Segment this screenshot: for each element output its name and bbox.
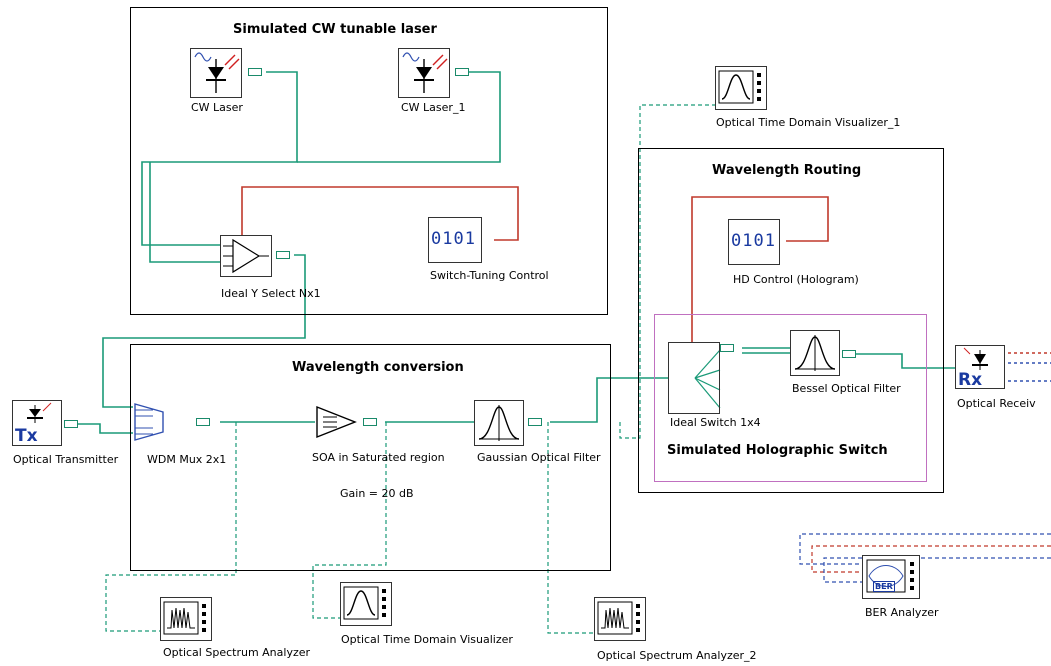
otdv-component[interactable] bbox=[340, 582, 392, 626]
otdv-1-label: Optical Time Domain Visualizer_1 bbox=[716, 116, 901, 129]
osa-2-component[interactable] bbox=[594, 597, 646, 641]
osa-2-label: Optical Spectrum Analyzer_2 bbox=[597, 649, 757, 662]
optical-transmitter-output-port[interactable] bbox=[64, 420, 78, 428]
wire-monitor-osa-2 bbox=[547, 422, 594, 634]
group-wavelength-routing[interactable] bbox=[638, 148, 944, 493]
switch-tuning-control-label: Switch-Tuning Control bbox=[430, 269, 549, 282]
switch-branch-1 bbox=[694, 349, 721, 379]
receiver-icon bbox=[963, 347, 988, 370]
soa-label: SOA in Saturated region bbox=[312, 451, 445, 464]
soa-component[interactable] bbox=[315, 405, 359, 439]
wire-ber-blue-top bbox=[799, 533, 1051, 565]
bessel-filter-output-port[interactable] bbox=[842, 350, 856, 358]
wire-ber-red bbox=[811, 545, 1051, 573]
group-holographic-switch[interactable] bbox=[654, 314, 927, 482]
time-domain-icon bbox=[718, 70, 761, 104]
otdv-label: Optical Time Domain Visualizer bbox=[341, 633, 513, 646]
ideal-switch-label: Ideal Switch 1x4 bbox=[670, 416, 761, 429]
wire-monitor-osa bbox=[105, 422, 237, 632]
optical-receiver-component[interactable]: Rx bbox=[955, 345, 1005, 390]
spectrum-icon bbox=[597, 601, 640, 635]
cw-laser-output-port[interactable] bbox=[248, 68, 262, 76]
wire-cw-laser bbox=[141, 71, 298, 246]
wire-cw-laser-branch bbox=[149, 162, 220, 263]
soa-output-port[interactable] bbox=[363, 418, 377, 426]
ideal-switch-component[interactable] bbox=[668, 342, 720, 414]
amplifier-icon bbox=[316, 405, 357, 439]
wdm-mux-component[interactable] bbox=[133, 402, 179, 442]
ideal-y-select-label: Ideal Y Select Nx1 bbox=[221, 287, 321, 300]
wire-hd-control bbox=[691, 196, 829, 343]
gaussian-filter-output-port[interactable] bbox=[528, 418, 542, 426]
hd-control-component[interactable]: 0101 bbox=[728, 219, 780, 265]
switch-tuning-control-component[interactable]: 0101 bbox=[428, 217, 482, 263]
group-wavelength-routing-title: Wavelength Routing bbox=[712, 163, 862, 178]
optical-receiver-label: Optical Receiv bbox=[957, 397, 1036, 410]
tx-symbol: Tx bbox=[15, 426, 38, 446]
osa-component[interactable] bbox=[160, 597, 212, 641]
time-domain-icon bbox=[343, 586, 386, 620]
gaussian-filter-component[interactable] bbox=[474, 400, 524, 446]
wire-tx-to-mux bbox=[78, 423, 133, 434]
optical-transmitter-label: Optical Transmitter bbox=[13, 453, 119, 466]
binary-code-icon: 0101 bbox=[431, 229, 476, 249]
filter-curve-icon bbox=[478, 405, 520, 441]
filter-curve-icon bbox=[794, 335, 836, 371]
otdv-1-component[interactable] bbox=[715, 66, 767, 110]
laser-diode-icon bbox=[402, 52, 448, 93]
wdm-mux-output-port[interactable] bbox=[196, 418, 210, 426]
mux-icon bbox=[134, 403, 164, 441]
group-cw-laser-title: Simulated CW tunable laser bbox=[233, 22, 437, 37]
wire-monitor-otdv-1 bbox=[619, 104, 715, 439]
y-select-icon bbox=[223, 238, 269, 274]
bessel-filter-label: Bessel Optical Filter bbox=[792, 382, 901, 395]
osa-label: Optical Spectrum Analyzer bbox=[163, 646, 311, 659]
cw-laser-1-component[interactable] bbox=[398, 48, 450, 98]
optical-transmitter-component[interactable]: Tx bbox=[12, 400, 62, 446]
laser-diode-icon bbox=[194, 52, 240, 93]
group-wavelength-conversion[interactable] bbox=[130, 344, 611, 571]
wire-yselect-to-mux bbox=[102, 254, 306, 408]
switch-branch-3 bbox=[694, 377, 721, 391]
cw-laser-label: CW Laser bbox=[191, 101, 243, 114]
group-holographic-switch-title: Simulated Holographic Switch bbox=[667, 443, 888, 458]
spectrum-icon bbox=[163, 601, 206, 635]
cw-laser-1-output-port[interactable] bbox=[455, 68, 469, 76]
soa-gain-parameter: Gain = 20 dB bbox=[340, 487, 414, 500]
ideal-y-select-output-port[interactable] bbox=[276, 251, 290, 259]
group-cw-laser[interactable] bbox=[130, 7, 608, 315]
switch-branch-2 bbox=[694, 369, 721, 379]
gaussian-filter-label: Gaussian Optical Filter bbox=[477, 451, 601, 464]
binary-code-icon: 0101 bbox=[731, 231, 776, 251]
ber-analyzer-label: BER Analyzer bbox=[865, 606, 939, 619]
ideal-y-select-component[interactable] bbox=[220, 235, 272, 277]
wire-switch-tuning-control bbox=[241, 186, 519, 241]
ideal-switch-output-port-1[interactable] bbox=[720, 344, 734, 352]
bessel-filter-component[interactable] bbox=[790, 330, 840, 376]
group-wavelength-conversion-title: Wavelength conversion bbox=[292, 360, 464, 375]
wire-filter-to-switch bbox=[550, 377, 668, 423]
wire-cw-laser-1 bbox=[297, 71, 501, 163]
switch-branch-4 bbox=[694, 377, 721, 409]
wire-ber-blue bbox=[823, 557, 1051, 583]
ber-symbol: BER bbox=[873, 581, 895, 592]
hd-control-label: HD Control (Hologram) bbox=[733, 273, 859, 286]
rx-symbol: Rx bbox=[958, 370, 983, 390]
transmitter-icon bbox=[27, 402, 52, 423]
cw-laser-component[interactable] bbox=[190, 48, 242, 98]
cw-laser-1-label: CW Laser_1 bbox=[401, 101, 466, 114]
ber-eye-icon bbox=[866, 559, 914, 593]
wire-bessel-to-receiver bbox=[856, 353, 958, 369]
wdm-mux-label: WDM Mux 2x1 bbox=[147, 453, 227, 466]
ber-analyzer-component[interactable]: BER bbox=[862, 555, 920, 599]
